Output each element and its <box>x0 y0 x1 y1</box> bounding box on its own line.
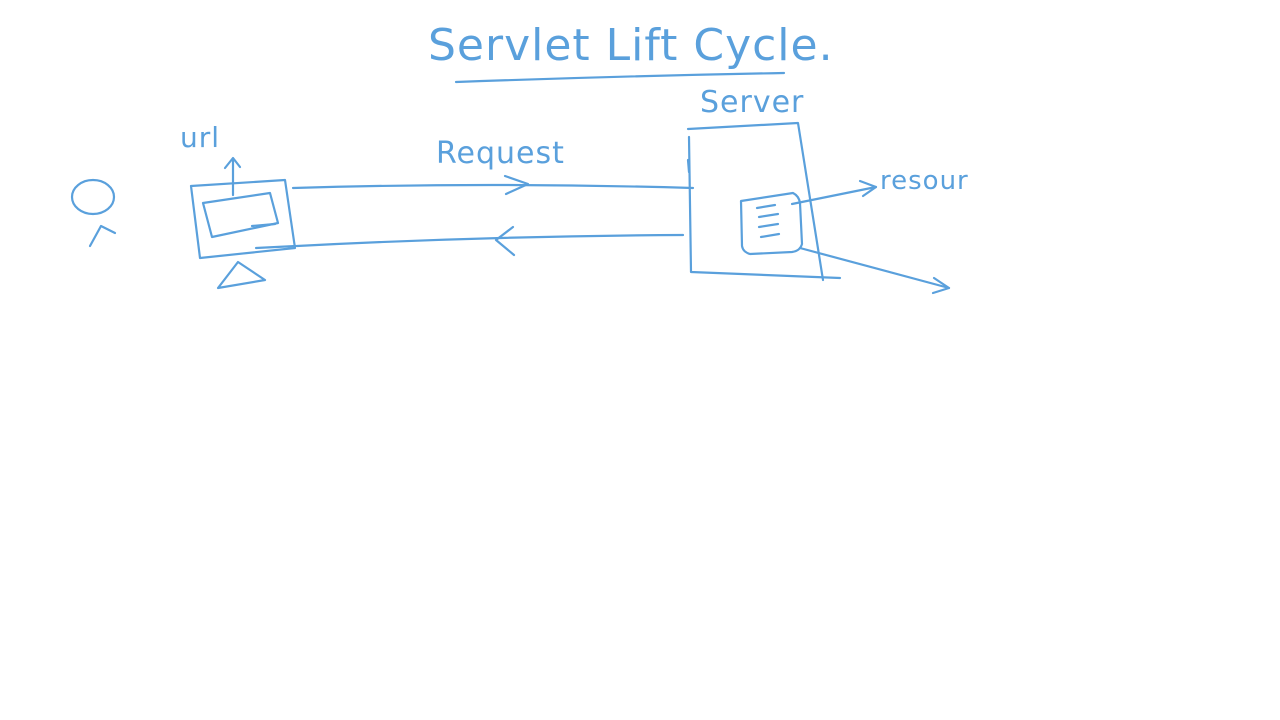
monitor-stand <box>216 260 267 290</box>
title-underline <box>454 71 786 84</box>
request-arrowhead <box>503 174 530 196</box>
ink-layer: Servlet Lift Cycle. url Request <box>70 20 969 295</box>
servlet-line-1 <box>755 203 777 210</box>
servlet-line-2 <box>757 212 780 219</box>
request-arrow: Request <box>291 136 695 196</box>
user-body <box>88 224 117 248</box>
user-figure <box>70 178 117 248</box>
request-line <box>291 183 695 190</box>
response-line <box>295 233 685 248</box>
screen-line <box>250 222 277 228</box>
servlet-line-4 <box>759 232 781 239</box>
servlet-document <box>739 191 804 256</box>
user-head <box>70 178 116 216</box>
response-line-end <box>254 244 298 250</box>
server-box: Server <box>686 85 842 282</box>
response-arrow <box>254 225 685 257</box>
output-arrowhead <box>931 276 951 295</box>
request-label: Request <box>436 136 565 171</box>
output-line <box>798 246 951 290</box>
server-label: Server <box>700 85 804 120</box>
url-arrow <box>223 156 242 197</box>
monitor-screen <box>201 191 280 239</box>
servlet-box <box>739 191 804 256</box>
client-computer: url <box>180 121 297 290</box>
server-tick <box>686 158 691 174</box>
servlet-line-3 <box>757 222 780 229</box>
server-left-bottom <box>687 135 842 280</box>
diagram-title: Servlet Lift Cycle. <box>428 20 834 71</box>
resource-arrow: resour <box>790 166 969 206</box>
resource-label: resour <box>880 166 969 196</box>
url-label: url <box>180 121 220 154</box>
resource-line <box>790 185 878 206</box>
output-arrow <box>798 246 951 295</box>
monitor-frame <box>189 178 297 260</box>
server-top-right <box>686 121 825 282</box>
response-arrowhead <box>494 225 516 257</box>
resource-arrowhead <box>858 179 878 198</box>
